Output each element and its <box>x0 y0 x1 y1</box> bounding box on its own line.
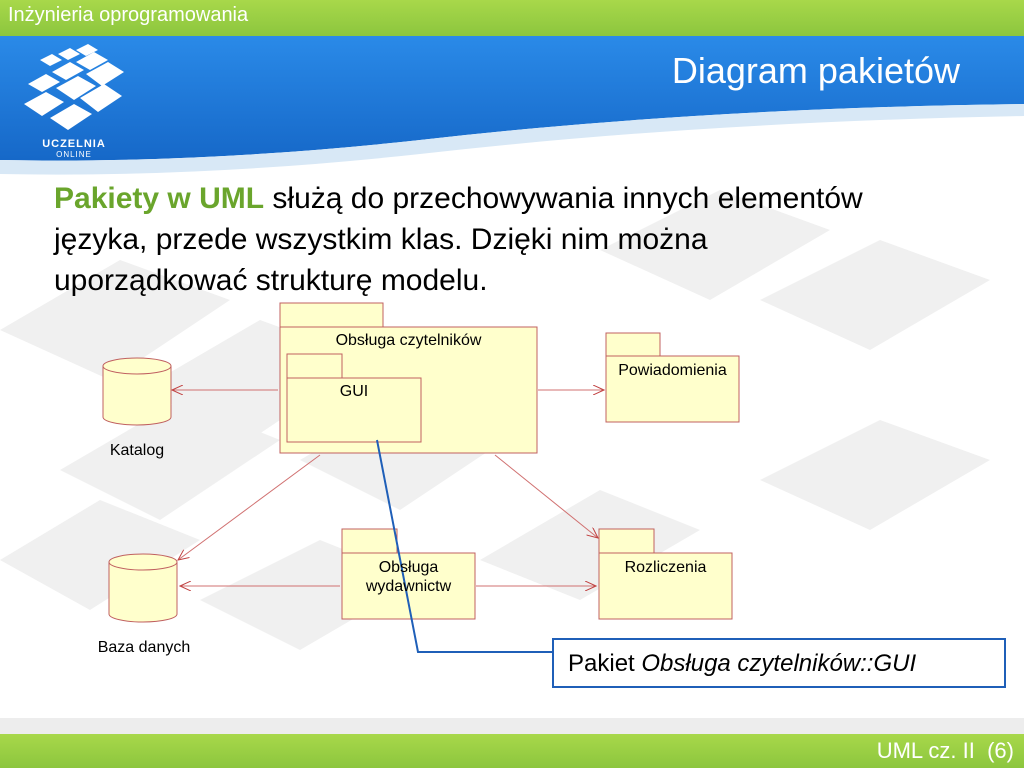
dependency-arrow-czytelnicy-rozliczenia <box>494 454 598 538</box>
package-label-wydawnictw-line2: wydawnictw <box>365 578 452 595</box>
course-title: Inżynieria oprogramowania <box>8 4 249 26</box>
course-bar: Inżynieria oprogramowania <box>0 0 1024 36</box>
note-box: Pakiet Obsługa czytelników::GUI <box>552 638 1006 688</box>
footer-text: UML cz. II (6) <box>876 738 1014 763</box>
uczelnia-logo-icon <box>24 44 124 130</box>
logo-text: UCZELNIA ONLINE <box>18 138 130 159</box>
note-text: Pakiet Obsługa czytelników::GUI <box>568 650 916 678</box>
package-rozliczenia <box>598 528 733 620</box>
package-label-powiadomienia: Powiadomienia <box>618 362 727 379</box>
database-katalog-icon <box>102 357 172 426</box>
package-label-rozliczenia: Rozliczenia <box>624 559 707 576</box>
body-highlight: Pakiety w UML <box>54 182 265 215</box>
body-line2: języka, przede wszystkim klas. Dzięki ni… <box>54 223 708 256</box>
package-label-wydawnictw-line1: Obsługa <box>378 559 439 576</box>
note-italic: Obsługa czytelników::GUI <box>641 650 917 677</box>
database-label-katalog: Katalog <box>109 442 165 459</box>
package-gui <box>286 353 422 443</box>
package-label-obsluga-wydawnictw: Obsługa wydawnictw <box>342 558 475 596</box>
database-baza-danych-icon <box>108 553 178 623</box>
body-line3: uporządkować strukturę modelu. <box>54 264 488 297</box>
database-label-baza-danych: Baza danych <box>97 639 191 656</box>
package-label-gui: GUI <box>339 383 369 400</box>
body-text: Pakiety w UML służą do przechowywania in… <box>54 178 994 301</box>
package-label-obsluga-czytelnikow: Obsługa czytelników <box>335 332 482 349</box>
note-prefix: Pakiet <box>568 650 642 677</box>
slide-title: Diagram pakietów <box>671 50 960 91</box>
dependency-arrow-czytelnicy-baza <box>178 454 321 560</box>
body-line1-rest: służą do przechowywania innych elementów <box>264 182 863 215</box>
logo-line2: ONLINE <box>56 150 92 159</box>
logo-line1: UCZELNIA <box>42 138 106 150</box>
footer-bar: UML cz. II (6) <box>0 734 1024 768</box>
header-band <box>0 36 1024 175</box>
note-connector <box>376 439 552 653</box>
package-powiadomienia <box>605 332 740 423</box>
